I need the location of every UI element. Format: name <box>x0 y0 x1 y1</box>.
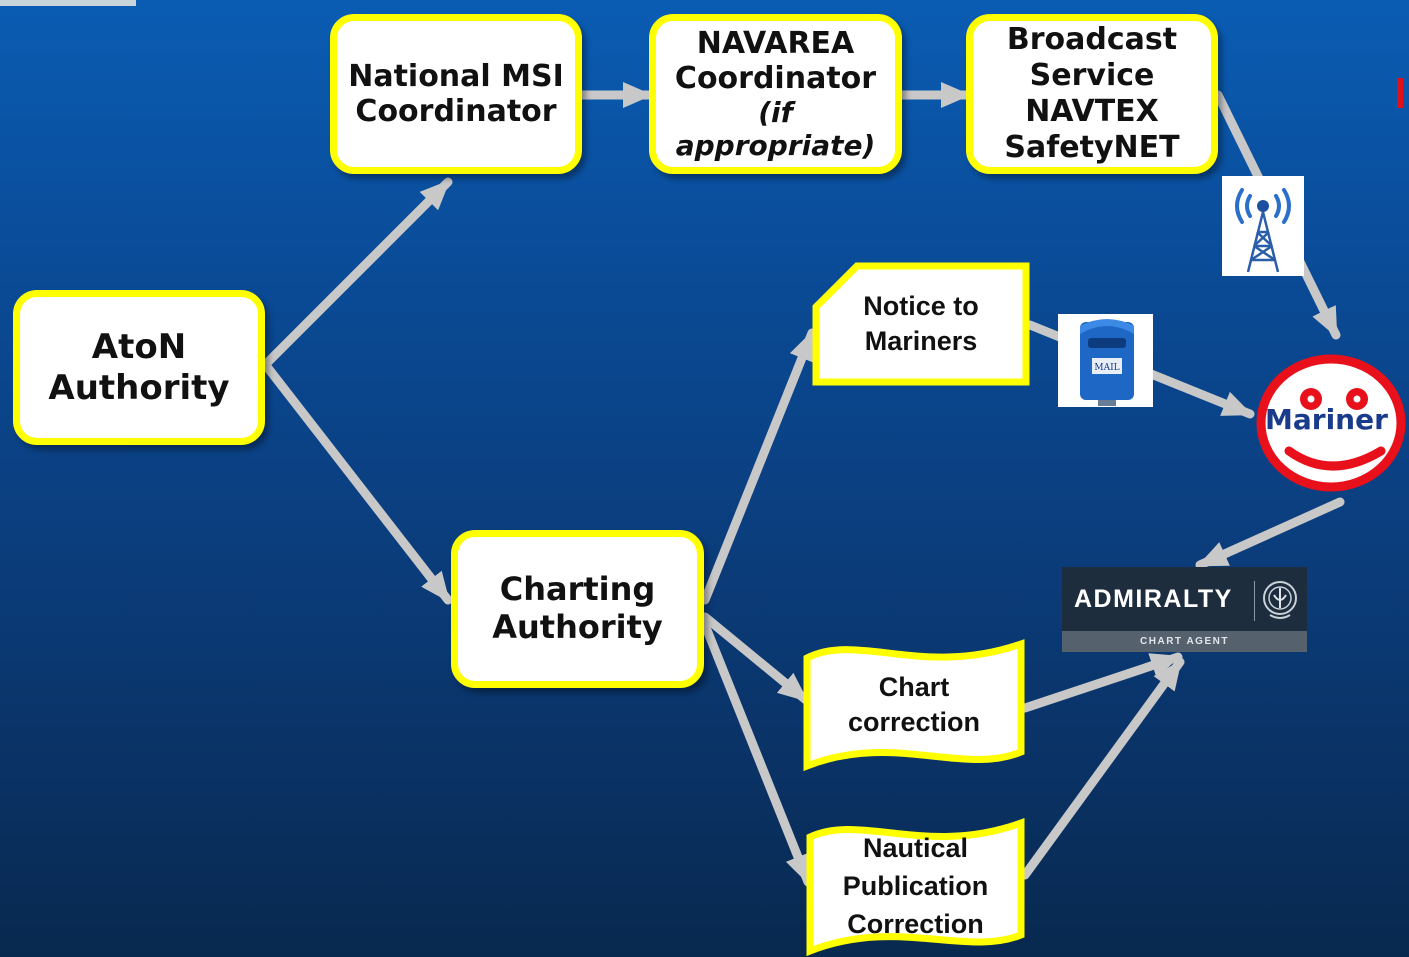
nautical-line-3: Correction <box>847 908 984 939</box>
svg-text:MAIL: MAIL <box>1094 363 1119 373</box>
chart-line-1: Chart <box>878 671 950 702</box>
admiralty-logo: ADMIRALTY CHART AGENT <box>1062 567 1307 652</box>
navarea-line-2: Coordinator <box>674 60 877 96</box>
mariner-label: Mariner <box>1265 403 1388 436</box>
broadcast-service-box: Broadcast Service NAVTEX SafetyNET <box>966 14 1218 174</box>
arrow-charting-to-nautical <box>700 620 813 887</box>
nautical-doc-shape <box>806 818 1025 957</box>
arrow-nautical-to-admiralty <box>1020 657 1185 880</box>
broadcast-line-1: Broadcast <box>1006 22 1178 57</box>
msi-line-2: Coordinator <box>355 94 557 129</box>
admiralty-sub: CHART AGENT <box>1140 636 1229 647</box>
arrow-aton-to-msi <box>263 177 453 367</box>
notice-doc-shape <box>812 262 1030 386</box>
notice-to-mariners-doc: Notice to Mariners <box>812 262 1030 386</box>
charting-line-1: Charting <box>499 570 656 609</box>
mailbox-icon: MAIL <box>1058 314 1153 407</box>
nautical-line-2: Publication <box>842 871 989 902</box>
arrow-aton-to-charting <box>263 363 453 605</box>
arrow-charting-to-notice <box>700 328 817 605</box>
arrow-mariner-to-admiralty <box>1195 497 1345 570</box>
smiley-face-icon <box>1256 354 1406 492</box>
charting-authority-box: Charting Authority <box>451 530 704 688</box>
admiralty-sub-band: CHART AGENT <box>1062 631 1307 652</box>
admiralty-crest-icon <box>1263 581 1297 619</box>
corner-thumbnail <box>0 0 136 6</box>
chart-doc-shape <box>803 639 1025 772</box>
partial-text-mark <box>1397 78 1403 108</box>
navarea-line-3: (if appropriate) <box>675 96 876 163</box>
navarea-line-1: NAVAREA <box>696 25 855 61</box>
notice-line-1: Notice to <box>863 290 979 321</box>
broadcast-line-2: Service <box>1029 58 1155 93</box>
notice-line-2: Mariners <box>864 326 978 356</box>
radio-tower-icon <box>1222 176 1304 276</box>
aton-authority-box: AtoN Authority <box>13 290 265 445</box>
broadcast-line-4: SafetyNET <box>1004 130 1180 165</box>
chart-line-2: correction <box>847 707 981 737</box>
nautical-publication-doc: Nautical Publication Correction <box>806 817 1025 957</box>
navarea-coordinator-box: NAVAREA Coordinator (if appropriate) <box>649 14 902 174</box>
msi-line-1: National MSI <box>348 58 564 94</box>
aton-line-1: AtoN <box>91 327 187 368</box>
nautical-line-1: Nautical <box>862 833 969 864</box>
aton-line-2: Authority <box>48 367 230 408</box>
arrow-charting-to-chart <box>700 612 811 705</box>
admiralty-name: ADMIRALTY <box>1074 585 1233 613</box>
arrow-chart-to-admiralty <box>1020 652 1183 713</box>
chart-correction-doc: Chart correction <box>803 636 1025 774</box>
admiralty-divider <box>1254 581 1255 621</box>
national-msi-coordinator-box: National MSI Coordinator <box>330 14 582 174</box>
mariner-smiley: Mariner <box>1253 353 1409 493</box>
charting-line-2: Authority <box>492 608 663 646</box>
broadcast-line-3: NAVTEX <box>1025 94 1159 129</box>
